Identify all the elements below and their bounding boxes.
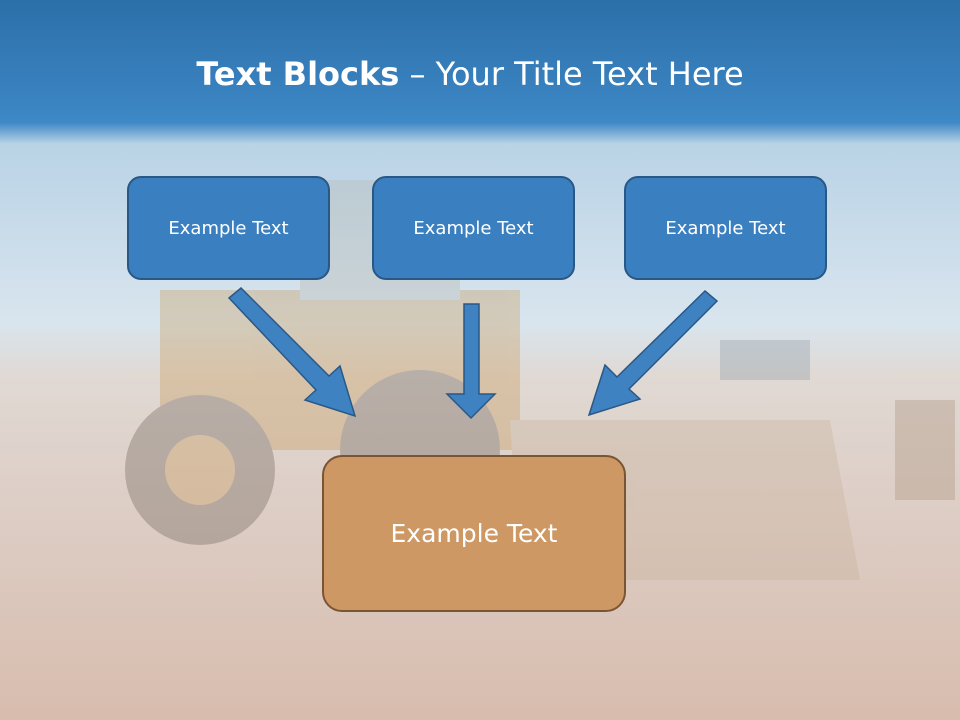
arrow-left [227, 286, 357, 418]
title-bold: Text Blocks [196, 55, 400, 93]
bottom-box: Example Text [322, 455, 626, 612]
top-box-3-text: Example Text [665, 217, 786, 239]
top-box-2: Example Text [372, 176, 575, 280]
top-box-1-text: Example Text [168, 217, 289, 239]
title-rest: – Your Title Text Here [399, 55, 744, 93]
bottom-box-text: Example Text [390, 519, 558, 548]
top-box-1: Example Text [127, 176, 330, 280]
slide-title: Text Blocks – Your Title Text Here [0, 52, 940, 96]
arrow-middle [445, 303, 497, 420]
arrow-right [587, 289, 719, 417]
top-box-3: Example Text [624, 176, 827, 280]
top-box-2-text: Example Text [413, 217, 534, 239]
